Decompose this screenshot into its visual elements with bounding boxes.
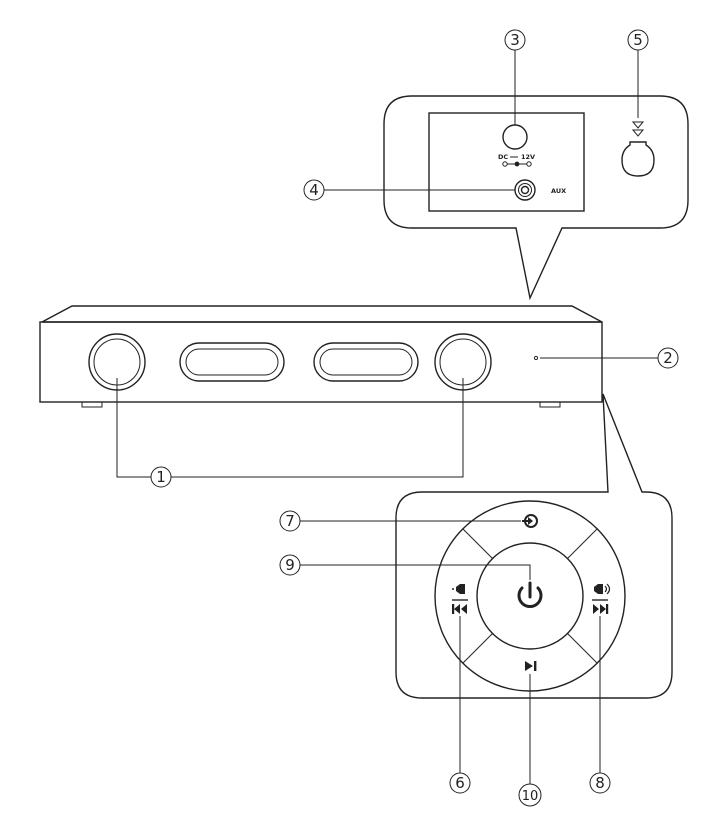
callout-9: 9 — [279, 554, 531, 580]
play-pause-icon — [525, 661, 537, 671]
dc-in-jack — [502, 124, 528, 150]
callout-7-number: 7 — [285, 512, 295, 530]
source-button[interactable] — [522, 514, 538, 528]
left-port — [179, 342, 285, 382]
callout-6-number: 6 — [455, 774, 465, 792]
callout-1-number: 1 — [156, 468, 166, 486]
callout-5: 5 — [627, 29, 649, 118]
play-pause-button[interactable] — [525, 661, 537, 671]
control-panel-callout — [395, 393, 673, 699]
callout-1: 1 — [116, 378, 464, 488]
callout-4-number: 4 — [309, 181, 319, 199]
callout-2-number: 2 — [663, 349, 673, 367]
keyhole-mount-icon — [621, 121, 655, 177]
volume-down-previous-button[interactable] — [452, 584, 468, 614]
callout-2: 2 — [540, 347, 679, 369]
voltage-label: 12V — [521, 153, 535, 161]
indicator-led — [533, 355, 539, 361]
callout-6: 6 — [449, 616, 471, 794]
callout-5-number: 5 — [633, 31, 643, 49]
callout-10-number: 10 — [522, 789, 539, 804]
callout-7: 7 — [279, 510, 521, 532]
volume-up-next-icon — [592, 583, 611, 614]
soundbar-body — [39, 321, 603, 403]
callout-8-number: 8 — [595, 774, 605, 792]
rear-connector-plate — [428, 112, 585, 212]
callout-9-number: 9 — [285, 556, 295, 574]
soundbar-front — [39, 305, 603, 408]
right-port — [313, 342, 419, 382]
volume-down-previous-icon — [452, 584, 468, 614]
dc-label: DC — [498, 153, 508, 161]
input-source-icon — [522, 514, 538, 528]
polarity-icon — [502, 161, 532, 167]
callout-8: 8 — [589, 616, 611, 794]
callout-10: 10 — [518, 674, 542, 807]
power-button[interactable] — [517, 581, 543, 608]
volume-up-next-button[interactable] — [592, 583, 611, 614]
callout-3-number: 3 — [510, 31, 520, 49]
rear-panel-callout: DC 12V AUX — [383, 95, 689, 301]
callout-4: 4 — [303, 179, 515, 201]
callout-3: 3 — [504, 29, 526, 125]
aux-label: AUX — [551, 187, 566, 195]
power-icon — [517, 581, 543, 608]
